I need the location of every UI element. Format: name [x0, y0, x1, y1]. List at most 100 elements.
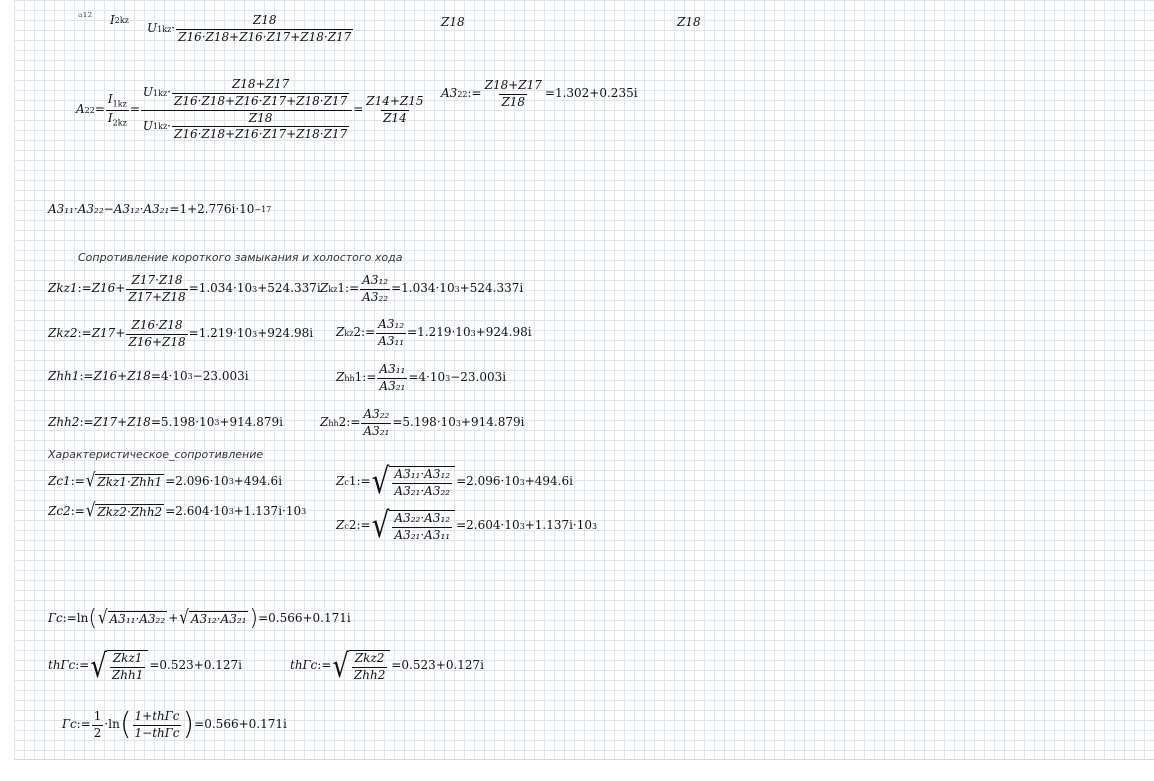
heading-characteristic-impedance[interactable]: Характеристическое_сопротивление [48, 448, 264, 461]
thgc1-equation[interactable]: thГc:= √ Zkz1 Zhh1 =0.523+0.127i [48, 647, 243, 686]
a22-u-top: U [142, 85, 154, 100]
determinant-exp: −17 [254, 205, 272, 215]
heading-short-open-circuit[interactable]: Сопротивление короткого замыкания и холо… [78, 251, 403, 264]
zc2-exp2: 3 [301, 507, 307, 517]
zkz2b-lhs-end: 2 [353, 325, 362, 340]
zkz1b-lhs-end: 1 [337, 281, 346, 296]
thgc2-den: Zhh2 [351, 666, 388, 682]
gc2-half-den: 2 [91, 724, 104, 740]
gc2-fraction: 1+thГc 1−thГc [132, 709, 182, 741]
thgc1-den: Zhh1 [109, 666, 146, 682]
gc1-s1: A3₁₁·A3₂₂ [107, 611, 168, 627]
zhh2b-num: A3₂₂ [363, 407, 390, 421]
gc2-half: 1 2 [91, 709, 104, 741]
zkz1b-exp: 3 [454, 284, 460, 294]
zkz2b-den: A3₁₁ [376, 332, 407, 348]
zkz1-tail: +524.337i [257, 281, 321, 296]
zc1b-exp: 3 [519, 477, 525, 487]
gc1-equation[interactable]: Гc:=ln ( √A3₁₁·A3₂₂ + √A3₁₂·A3₂₁ ) =0.56… [48, 605, 351, 631]
gc1-sqrt2: √A3₁₂·A3₂₁ [179, 605, 249, 629]
zkz1-lead: Z16+ [91, 281, 126, 296]
zhh2-tail: +914.879i [219, 415, 283, 429]
zhh1b-lhs: Z [336, 370, 345, 385]
gc2-result: 0.566+0.171i [204, 717, 287, 732]
zhh2b-exp: 3 [455, 418, 461, 428]
zc1b-lhs: Z [336, 474, 345, 489]
a22-top-num: Z18+Z17 [231, 77, 290, 91]
zkz1b-lhs-sub: kz [328, 284, 338, 294]
zhh1-expr: Z16+Z18 [93, 369, 151, 383]
zkz1b-tail: +524.337i [459, 281, 524, 296]
top-z18-mid-text: Z18 [441, 15, 465, 29]
zc2b-exp2: 3 [592, 521, 598, 531]
zc2b-lhs-end: 2 [348, 518, 357, 533]
zkz2-tail: +924.98i [257, 326, 314, 341]
thgc2-fraction: Zkz2 Zhh2 [351, 651, 388, 683]
a3-22-den: Z18 [499, 93, 528, 109]
zkz2-den: Z16+Z18 [126, 333, 188, 349]
zhh2b-lhs-end: 2 [338, 415, 347, 430]
zkz1-num: Z17·Z18 [131, 273, 183, 287]
determinant-expr: A3₁₁·A3₂₂−A3₁₂·A3₂₁ [48, 202, 170, 216]
zc1b-lhs-sub: c [344, 477, 349, 487]
zc1-result: 2.096·10 [175, 474, 229, 488]
zc1b-result: 2.096·10 [466, 474, 520, 489]
gc2-ln: ln [108, 717, 120, 732]
zkz1-exp: 3 [252, 284, 258, 294]
zc2b-exp: 3 [519, 521, 525, 531]
top-fraction: Z18 Z16·Z18+Z16·Z17+Z18·Z17 [176, 13, 354, 45]
zkz2b-tail: +924.98i [475, 325, 532, 340]
zhh1b-result: 4·10 [418, 370, 446, 385]
zhh1-exp: 3 [187, 372, 193, 382]
a22-res-den: Z14 [381, 109, 409, 125]
a22-u-top-sub: 1kz [153, 88, 168, 98]
zkz1b-num: A3₁₂ [362, 273, 389, 287]
zkz2b-lhs-sub: kz [344, 328, 354, 338]
gc1-result: 0.566+0.171i [268, 611, 351, 626]
zkz2b-num: A3₁₂ [378, 317, 405, 331]
zc2b-num: A3₂₂·A3₁₂ [394, 511, 451, 525]
a3-22-lhs-sub: 22 [457, 89, 468, 99]
zc2-tail: +1.137i·10 [233, 504, 302, 518]
thgc1-result: 0.523+0.127i [159, 658, 243, 673]
determinant-equation[interactable]: A3₁₁·A3₂₂−A3₁₂·A3₂₁= 1+2.776i·10−17 [48, 202, 272, 216]
zhh2-result: 5.198·10 [160, 415, 215, 429]
gc1-sqrt1: √A3₁₁·A3₂₂ [97, 605, 168, 629]
zkz2-fraction: Z16·Z18 Z16+Z18 [126, 318, 188, 350]
gc1-paren-open: ( [88, 606, 97, 631]
zc1b-den: A3₂₁·A3₂₂ [392, 482, 453, 498]
gc2-equation[interactable]: Гc:= 1 2 ·ln ( 1+thГc 1−thГc ) =0.566+0.… [62, 707, 287, 743]
zc2b-sqrt: √ A3₂₂·A3₁₂ A3₂₁·A3₁₁ [372, 507, 456, 543]
gc1-paren-close: ) [249, 606, 259, 631]
zkz2b-result: 1.219·10 [417, 325, 471, 340]
thgc2-num: Zkz2 [354, 651, 385, 665]
zc1-tail: +494.6i [233, 474, 283, 488]
zc2b-result: 2.604·10 [466, 518, 520, 533]
thgc1-fraction: Zkz1 Zhh1 [109, 651, 146, 683]
zkz1-fraction: Z17·Z18 Z17+Z18 [126, 273, 188, 305]
top-u1kz-sub: 1kz [157, 24, 172, 34]
gc1-ln: ln [76, 611, 89, 626]
top-z18-mid: Z18 [441, 15, 465, 30]
thgc2-equation[interactable]: thГc:= √ Zkz2 Zhh2 =0.523+0.127i [290, 647, 485, 686]
zc2-under: Zkz2·Zhh2 [95, 504, 165, 519]
a22-lhs-sub: 22 [84, 105, 95, 115]
a22-current-ratio: I1kz I2kz [105, 92, 129, 127]
